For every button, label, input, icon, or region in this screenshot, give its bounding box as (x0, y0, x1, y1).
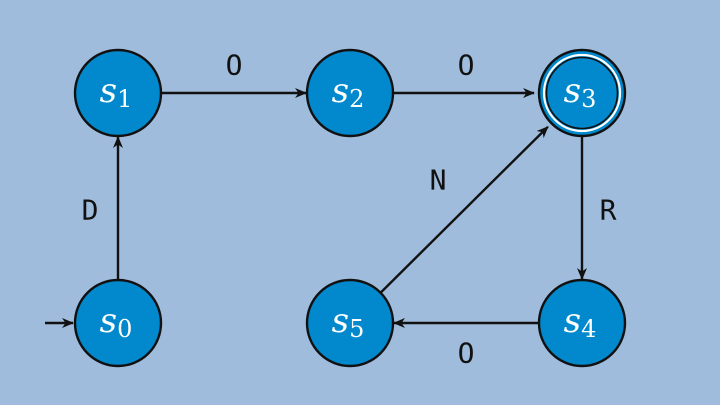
state-subscript: 2 (349, 85, 364, 113)
state-label-s0: s0 (100, 301, 133, 343)
state-s5: s5 (305, 278, 395, 368)
transitions-layer: D O O R O N (45, 49, 617, 370)
state-label-s3: s3 (564, 71, 597, 113)
state-subscript: 5 (349, 315, 364, 343)
state-letter: s (332, 71, 349, 111)
state-circle-s5 (305, 278, 395, 368)
transition-s5-s3 (379, 125, 549, 294)
state-subscript: 3 (581, 85, 596, 113)
transition-label-s0-s1: D (82, 194, 99, 227)
state-s3: s3 (537, 48, 627, 138)
state-s0: s0 (73, 278, 163, 368)
state-label-s1: s1 (100, 71, 133, 113)
state-label-s5: s5 (332, 301, 365, 343)
state-letter: s (564, 301, 581, 341)
accepting-inner-ring (542, 53, 622, 133)
state-circle-s3 (537, 48, 627, 138)
state-subscript: 4 (581, 315, 596, 343)
transition-label-s3-s4: R (600, 194, 617, 227)
state-circle-s1 (73, 48, 163, 138)
state-subscript: 0 (117, 315, 132, 343)
state-circle-s2 (305, 48, 395, 138)
state-s2: s2 (305, 48, 395, 138)
state-letter: s (332, 301, 349, 341)
state-circle-s0 (73, 278, 163, 368)
state-subscript: 1 (117, 85, 132, 113)
state-label-s2: s2 (332, 71, 365, 113)
transition-label-s1-s2: O (226, 49, 243, 82)
transition-label-s2-s3: O (458, 49, 475, 82)
state-s4: s4 (537, 278, 627, 368)
state-letter: s (100, 301, 117, 341)
state-label-s4: s4 (564, 301, 597, 343)
transition-label-s5-s3: N (430, 164, 447, 197)
state-s1: s1 (73, 48, 163, 138)
state-letter: s (564, 71, 581, 111)
transition-label-s4-s5: O (458, 337, 475, 370)
accepting-inner-outline (545, 56, 619, 130)
state-circle-s4 (537, 278, 627, 368)
state-letter: s (100, 71, 117, 111)
